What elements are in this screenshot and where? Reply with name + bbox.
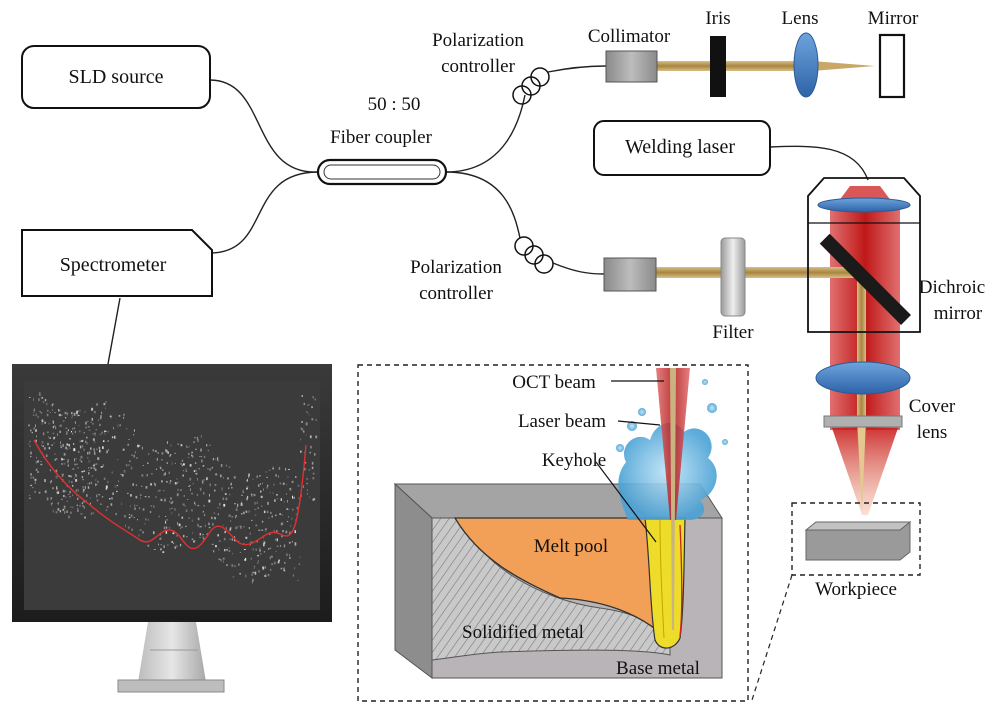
oct-beam-line — [670, 368, 676, 630]
keyhole-depth-trace — [33, 439, 307, 550]
monitor-stand — [138, 622, 206, 682]
monitor — [12, 364, 332, 693]
solidified-metal-label: Solidified metal — [462, 622, 584, 643]
laser-head: Dichroic mirror Filter Cover lens — [603, 177, 985, 515]
iris-icon — [710, 36, 726, 97]
oct-beam-label: OCT beam — [512, 372, 596, 393]
mirror-label: Mirror — [868, 8, 919, 29]
upper-lens-icon — [817, 197, 911, 213]
spectrometer-label: Spectrometer — [60, 254, 167, 276]
pol-ctrl-bottom-label-1: Polarization — [410, 257, 502, 278]
melt-pool-label: Melt pool — [534, 536, 608, 557]
base-metal-label: Base metal — [616, 658, 700, 679]
pol-ctrl-top-label-2: controller — [441, 56, 516, 77]
fiber-coupler-to-top-pol — [445, 94, 526, 173]
laser-beam-label: Laser beam — [518, 411, 606, 432]
dichroic-mirror-icon — [819, 233, 911, 325]
coupler-name-label: Fiber coupler — [330, 127, 433, 148]
pol-ctrl-bottom-label-2: controller — [419, 283, 494, 304]
cover-lens-label-2: lens — [917, 422, 948, 443]
pol-ctrl-top-label-1: Polarization — [432, 30, 524, 51]
fiber-top-pol-to-collimator — [547, 65, 607, 73]
cover-lens-icon — [823, 415, 903, 428]
fiber-network — [107, 65, 869, 365]
reference-beam — [656, 61, 801, 71]
cover-lens-label-1: Cover — [909, 396, 956, 417]
laser-head-housing — [807, 177, 921, 333]
keyhole-label: Keyhole — [542, 450, 606, 471]
welding-beam-focus — [832, 428, 898, 515]
fiber-spectrometer-to-coupler — [209, 171, 319, 254]
filter-icon — [720, 237, 746, 317]
oct-beam-vertical — [857, 272, 866, 422]
mirror-icon — [878, 33, 906, 99]
polarization-controller-bottom: Polarization controller — [410, 236, 554, 304]
lens-label: Lens — [782, 8, 819, 29]
fiber-loops-bottom — [514, 236, 554, 274]
filter-label: Filter — [712, 322, 754, 343]
iris-label: Iris — [705, 8, 730, 29]
collimator-bottom — [603, 257, 657, 292]
dichroic-label-2: mirror — [934, 303, 983, 324]
coupler-ratio-label: 50 : 50 — [368, 94, 421, 115]
welding-laser-box: Welding laser — [593, 120, 771, 176]
monitor-screen — [24, 382, 320, 610]
collimator-top — [605, 50, 658, 83]
sld-source-box: SLD source — [21, 45, 211, 109]
monitor-base — [117, 679, 225, 693]
workpiece-group: Workpiece — [751, 502, 921, 701]
sld-source-label: SLD source — [69, 66, 164, 88]
dichroic-label-1: Dichroic — [919, 277, 985, 298]
fiber-loops-top — [512, 67, 550, 105]
zoom-connector — [751, 574, 793, 701]
block-left-face — [394, 482, 433, 680]
fiber-sld-to-coupler — [209, 79, 319, 173]
spectrometer-box: Spectrometer — [21, 229, 213, 297]
polarization-controller-top: Polarization controller — [432, 30, 550, 105]
fiber-coupler: 50 : 50 Fiber coupler — [316, 94, 448, 186]
fiber-coupler-to-bottom-pol — [445, 171, 521, 239]
fiber-bottom-pol-to-collimator — [552, 262, 605, 275]
keyhole-region — [644, 517, 686, 649]
focus-lens-icon — [815, 361, 911, 395]
oct-beam-focus — [857, 420, 866, 512]
keyhole-inset: OCT beam Laser beam Keyhole Melt pool So… — [357, 364, 749, 702]
oct-sample-beam — [656, 267, 861, 278]
collimator-label: Collimator — [588, 26, 671, 47]
fiber-spectrometer-to-monitor — [107, 297, 121, 365]
reference-beam-focus — [812, 61, 875, 71]
workpiece-label: Workpiece — [815, 579, 897, 600]
lens-icon — [793, 32, 819, 98]
fiber-welding-laser — [769, 145, 869, 181]
welding-laser-label: Welding laser — [625, 136, 735, 158]
reference-arm: Collimator Iris Lens Mirror — [588, 8, 919, 99]
